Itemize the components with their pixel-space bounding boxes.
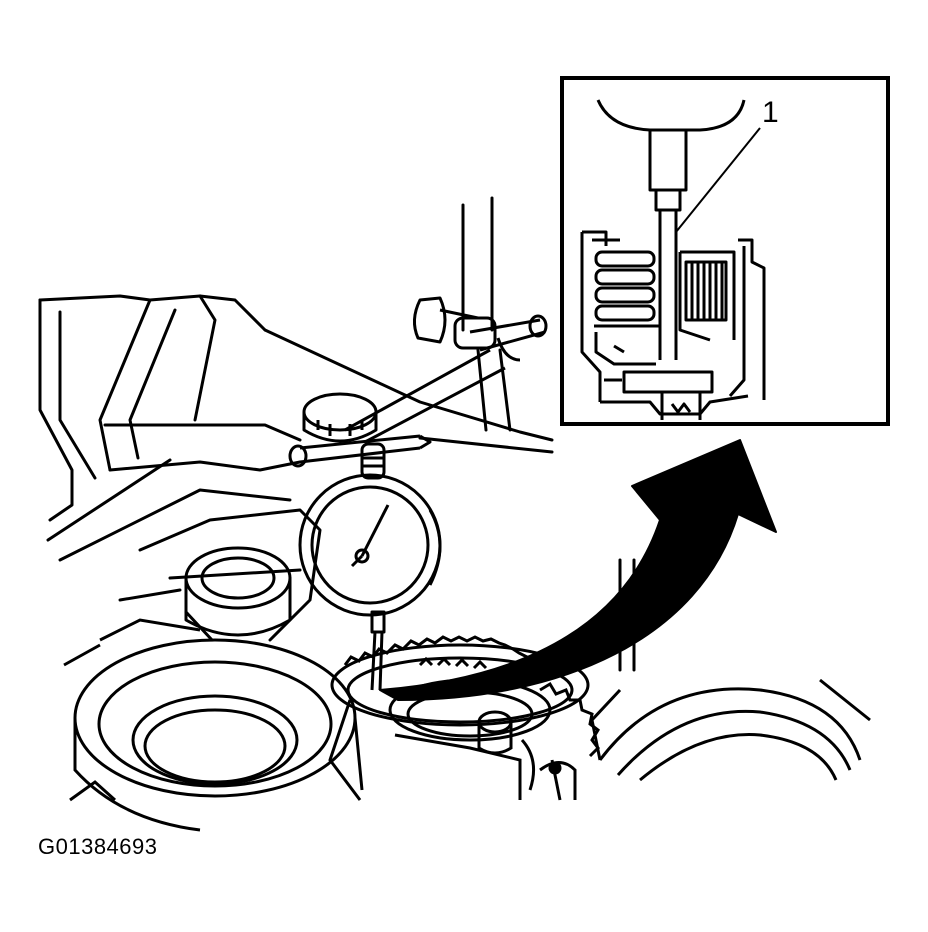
curved-arrow-icon xyxy=(380,440,776,700)
callout-number: 1 xyxy=(762,96,779,129)
transmission-housing xyxy=(40,198,634,670)
detail-inset: 1 xyxy=(562,78,888,424)
figure-id: G01384693 xyxy=(38,834,158,859)
dial-indicator-icon xyxy=(290,298,546,690)
housing-bores xyxy=(64,620,870,830)
